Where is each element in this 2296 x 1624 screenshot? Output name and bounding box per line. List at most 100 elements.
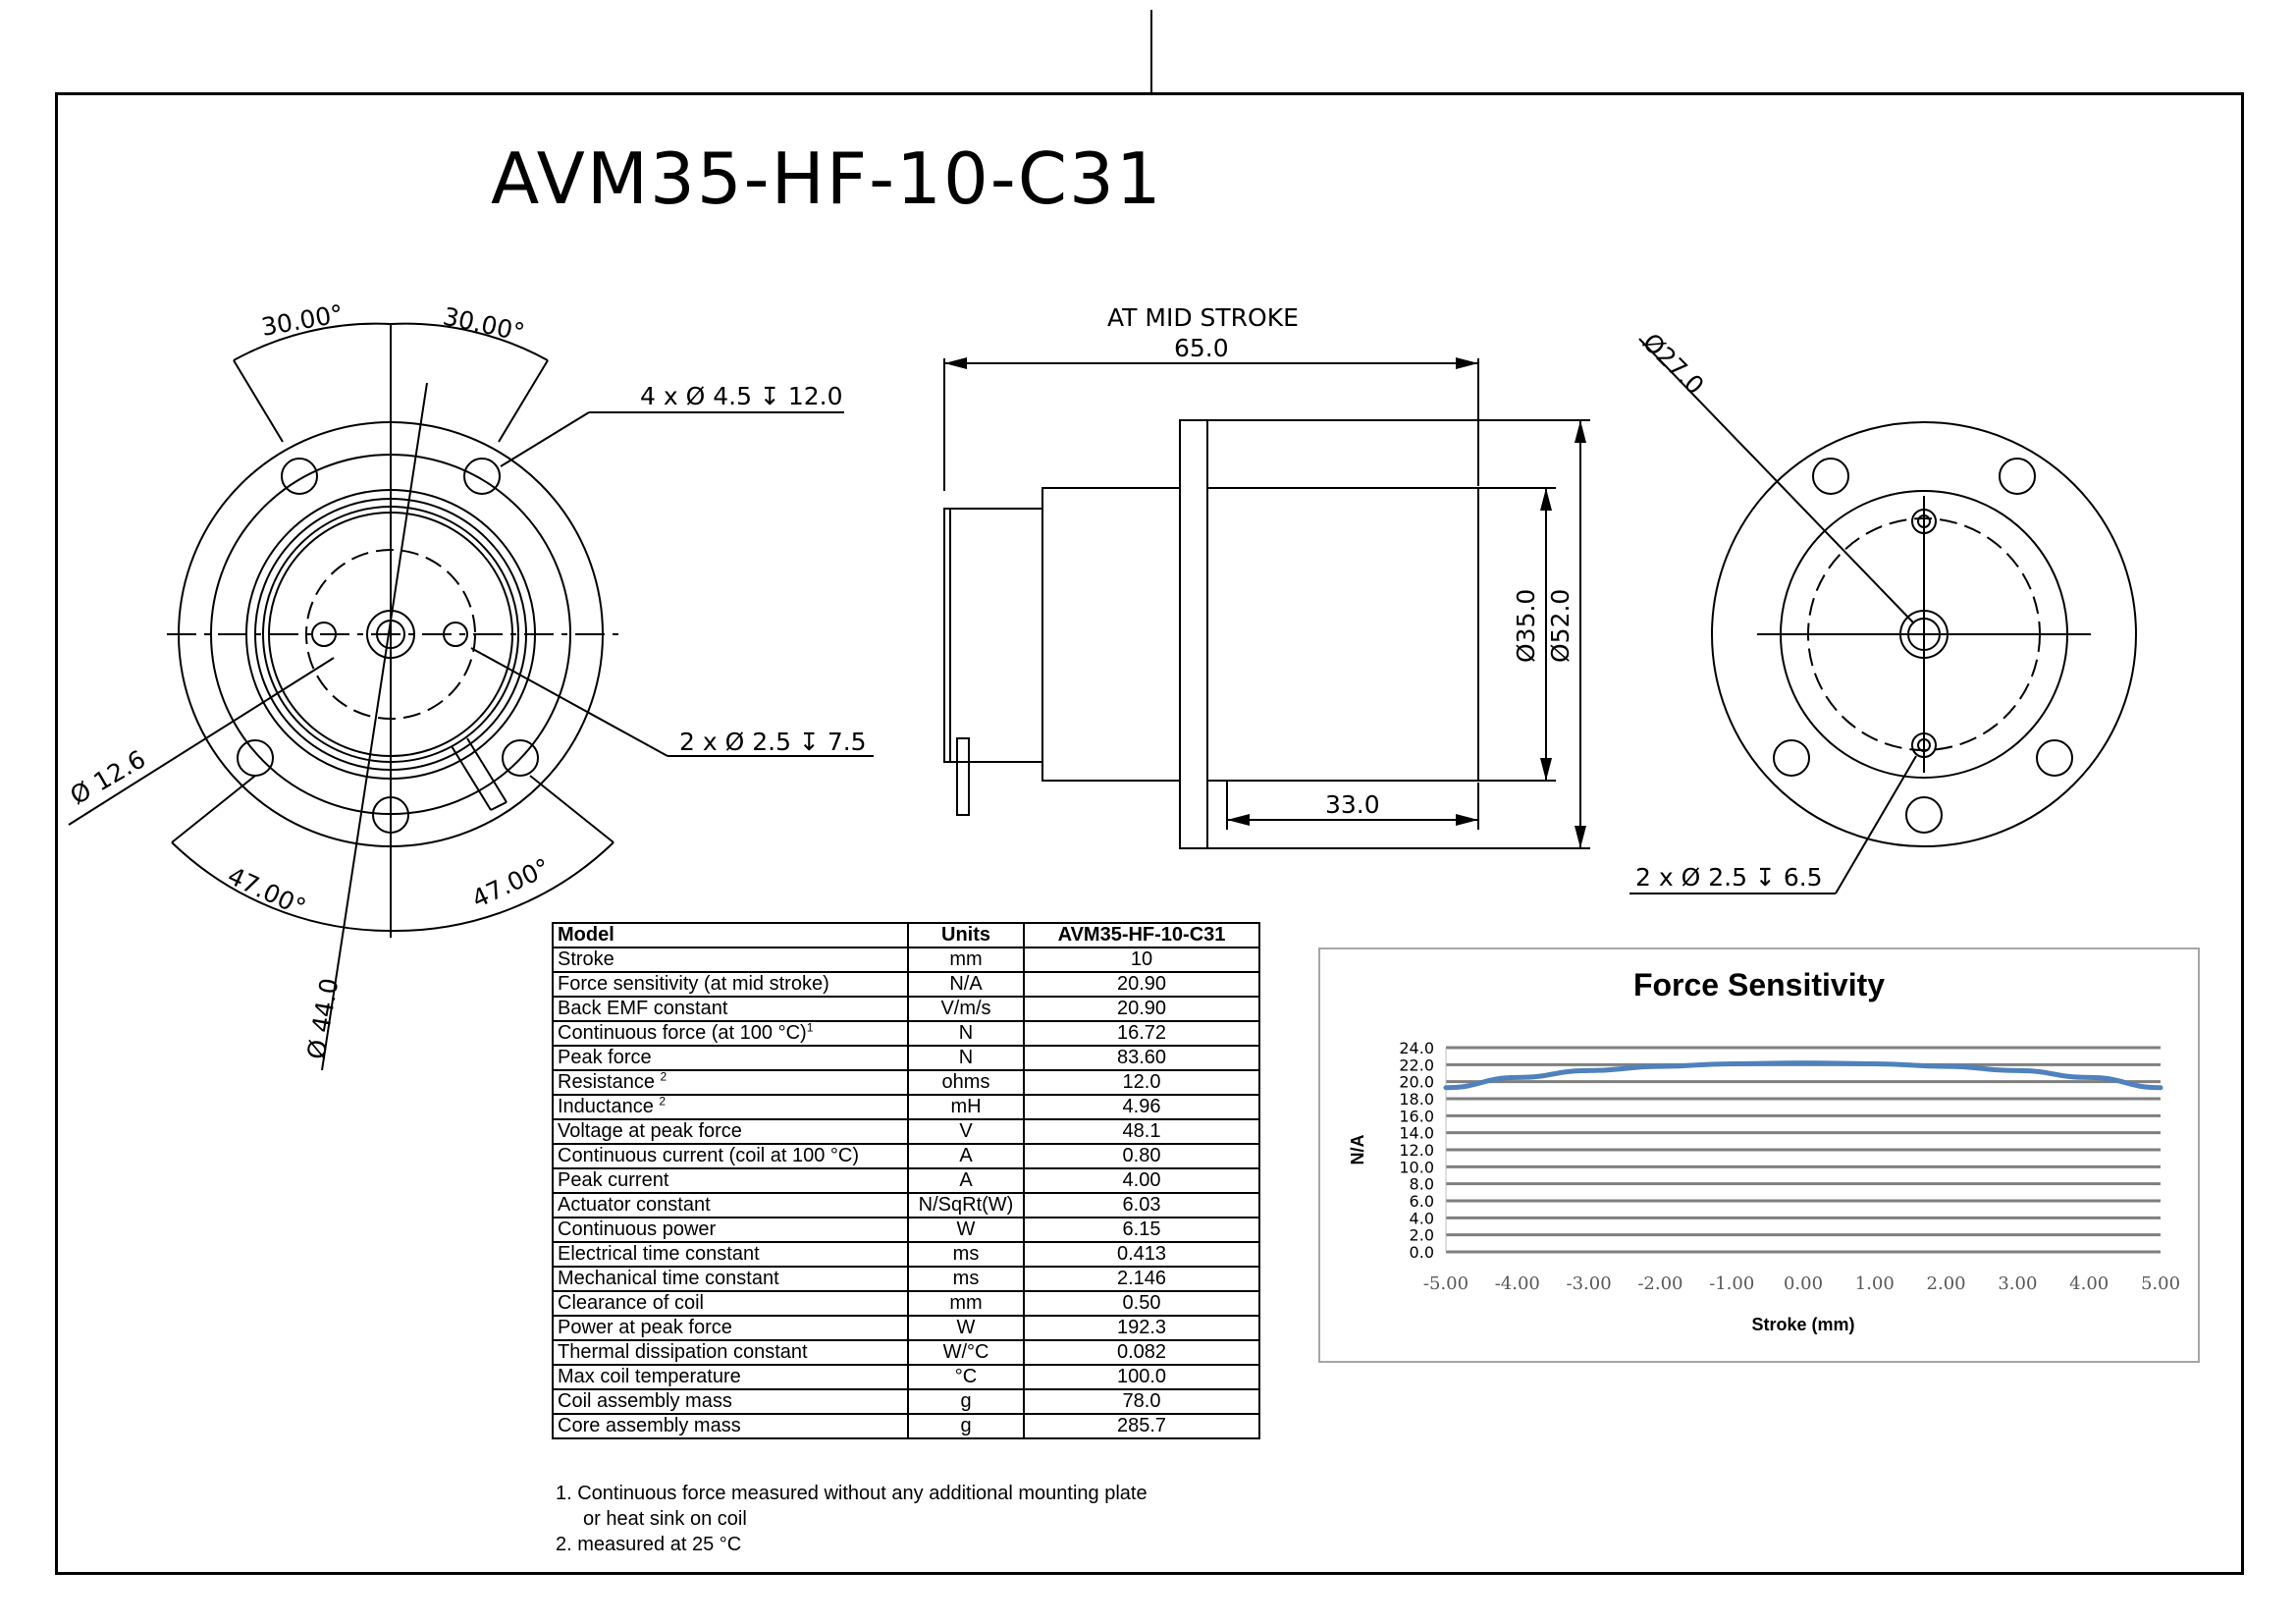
y-tick-label: 0.0 bbox=[1410, 1243, 1434, 1262]
param-label: Thermal dissipation constant bbox=[558, 1341, 808, 1363]
footnote-ref: 2 bbox=[659, 1094, 667, 1109]
unit-cell: W bbox=[907, 1217, 1025, 1243]
frame-tick-mark bbox=[1150, 10, 1152, 92]
hole-callout-2x-right: 2 x Ø 2.5 ↧ 6.5 bbox=[1635, 863, 1823, 892]
value-cell: 2.146 bbox=[1023, 1266, 1260, 1292]
param-cell: Back EMF constant bbox=[552, 996, 909, 1022]
unit-cell: N/SqRt(W) bbox=[907, 1192, 1025, 1218]
chart-plot: 24.022.020.018.016.014.012.010.08.06.04.… bbox=[1348, 1039, 2180, 1334]
param-cell: Core assembly mass bbox=[552, 1413, 909, 1439]
value-cell: 6.15 bbox=[1023, 1217, 1260, 1243]
unit-cell: V/m/s bbox=[907, 996, 1025, 1022]
unit-cell: N bbox=[907, 1045, 1025, 1071]
unit-cell: A bbox=[907, 1167, 1025, 1194]
hole-callout-4x: 4 x Ø 4.5 ↧ 12.0 bbox=[640, 382, 842, 410]
y-tick-label: 20.0 bbox=[1399, 1073, 1434, 1092]
x-tick-label: 1.00 bbox=[1855, 1273, 1895, 1294]
param-cell: Continuous power bbox=[552, 1217, 909, 1243]
param-cell: Resistance 2 bbox=[552, 1069, 909, 1096]
value-cell: 6.03 bbox=[1023, 1192, 1260, 1218]
param-label: Coil assembly mass bbox=[558, 1390, 732, 1412]
param-cell: Thermal dissipation constant bbox=[552, 1339, 909, 1366]
y-axis-label: N/A bbox=[1348, 1135, 1367, 1165]
x-tick-label: 5.00 bbox=[2141, 1273, 2180, 1294]
value-cell: 0.413 bbox=[1023, 1241, 1260, 1268]
x-tick-label: 2.00 bbox=[1927, 1273, 1966, 1294]
param-label: Continuous power bbox=[558, 1218, 717, 1240]
value-cell: 0.50 bbox=[1023, 1290, 1260, 1317]
unit-cell: °C bbox=[907, 1364, 1025, 1390]
param-cell: Actuator constant bbox=[552, 1192, 909, 1218]
param-cell: Mechanical time constant bbox=[552, 1266, 909, 1292]
value-cell: 12.0 bbox=[1023, 1069, 1260, 1096]
y-tick-label: 22.0 bbox=[1399, 1056, 1434, 1074]
unit-cell: N/A bbox=[907, 971, 1025, 998]
rear-view-right bbox=[1629, 338, 2137, 894]
param-label: Inductance bbox=[558, 1096, 660, 1117]
spec-table-header: Model Units AVM35-HF-10-C31 bbox=[552, 922, 1260, 948]
param-cell: Peak current bbox=[552, 1167, 909, 1194]
value-cell: 16.72 bbox=[1023, 1020, 1260, 1047]
param-cell: Clearance of coil bbox=[552, 1290, 909, 1317]
param-label: Core assembly mass bbox=[558, 1415, 741, 1436]
param-cell: Power at peak force bbox=[552, 1315, 909, 1341]
x-tick-label: 4.00 bbox=[2069, 1273, 2109, 1294]
value-cell: 10 bbox=[1023, 947, 1260, 973]
length-dim-body: 33.0 bbox=[1325, 790, 1380, 819]
angle-dim-right-top: 30.00° bbox=[441, 302, 527, 348]
footnote-ref: 2 bbox=[660, 1069, 667, 1084]
value-cell: 4.00 bbox=[1023, 1167, 1260, 1194]
value-cell: 48.1 bbox=[1023, 1118, 1260, 1145]
series-line bbox=[1443, 1060, 2163, 1091]
x-tick-label: -2.00 bbox=[1637, 1273, 1682, 1294]
unit-cell: W bbox=[907, 1315, 1025, 1341]
y-tick-label: 8.0 bbox=[1410, 1175, 1434, 1194]
y-tick-label: 24.0 bbox=[1399, 1039, 1434, 1057]
dia-dim-large: Ø 44.0 bbox=[301, 976, 344, 1061]
footnote-2: 2. measured at 25 °C bbox=[556, 1534, 742, 1555]
y-tick-label: 16.0 bbox=[1399, 1107, 1434, 1125]
param-cell: Electrical time constant bbox=[552, 1241, 909, 1268]
x-tick-label: -3.00 bbox=[1567, 1273, 1612, 1294]
y-tick-label: 12.0 bbox=[1399, 1141, 1434, 1160]
header-model-value: AVM35-HF-10-C31 bbox=[1023, 922, 1260, 948]
value-cell: 285.7 bbox=[1023, 1413, 1260, 1439]
param-label: Back EMF constant bbox=[558, 998, 728, 1019]
dia-dim-flange: Ø52.0 bbox=[1546, 589, 1575, 663]
value-cell: 78.0 bbox=[1023, 1388, 1260, 1415]
unit-cell: ms bbox=[907, 1241, 1025, 1268]
value-cell: 100.0 bbox=[1023, 1364, 1260, 1390]
value-cell: 4.96 bbox=[1023, 1094, 1260, 1120]
chart-title: Force Sensitivity bbox=[1632, 967, 1886, 1002]
angle-dim-right-bottom: 47.00° bbox=[467, 853, 554, 914]
footnote-1: 1. Continuous force measured without any… bbox=[556, 1483, 1148, 1504]
value-cell: 192.3 bbox=[1023, 1315, 1260, 1341]
param-label: Continuous force (at 100 °C) bbox=[558, 1022, 807, 1044]
x-tick-label: 0.00 bbox=[1784, 1273, 1823, 1294]
param-label: Continuous current (coil at 100 °C) bbox=[558, 1145, 860, 1166]
param-label: Peak current bbox=[558, 1169, 669, 1191]
unit-cell: V bbox=[907, 1118, 1025, 1145]
y-tick-label: 4.0 bbox=[1410, 1209, 1434, 1227]
angle-dim-left-top: 30.00° bbox=[259, 299, 346, 342]
param-cell: Inductance 2 bbox=[552, 1094, 909, 1120]
param-label: Mechanical time constant bbox=[558, 1268, 779, 1289]
y-tick-label: 6.0 bbox=[1410, 1192, 1434, 1211]
param-cell: Max coil temperature bbox=[552, 1364, 909, 1390]
